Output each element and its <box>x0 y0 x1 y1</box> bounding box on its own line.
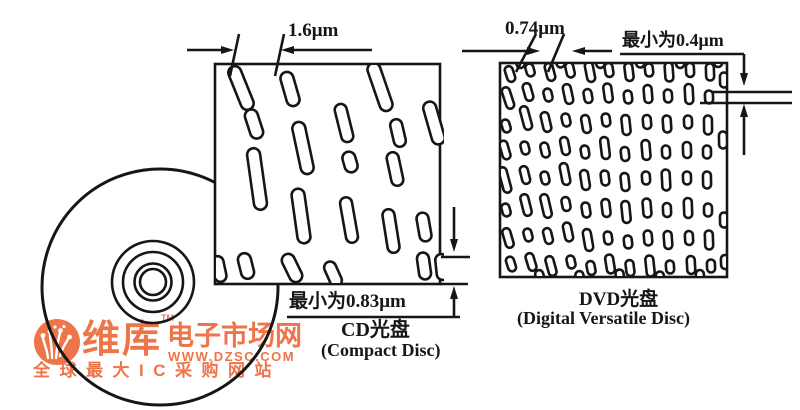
cd-subtitle: (Compact Disc) <box>321 340 441 360</box>
dvd-title: DVD光盘 <box>579 289 659 310</box>
watermark-tagline: 全球最大IC采购网站 <box>33 361 281 380</box>
watermark-brand: 维库 <box>82 319 163 361</box>
dvd-subtitle: (Digital Versatile Disc) <box>517 308 690 328</box>
dzsc-logo-icon <box>34 319 80 365</box>
cd-min-pit-label: 最小为0.83μm <box>289 291 406 312</box>
dvd-min-pit-label: 最小为0.4μm <box>622 30 724 50</box>
cd-title: CD光盘 <box>341 319 410 341</box>
watermark-suffix: 电子市场网 <box>167 321 302 351</box>
dvd-track-pitch-label: 0.74μm <box>505 18 565 39</box>
cd-track-pitch-label: 1.6μm <box>288 20 339 41</box>
